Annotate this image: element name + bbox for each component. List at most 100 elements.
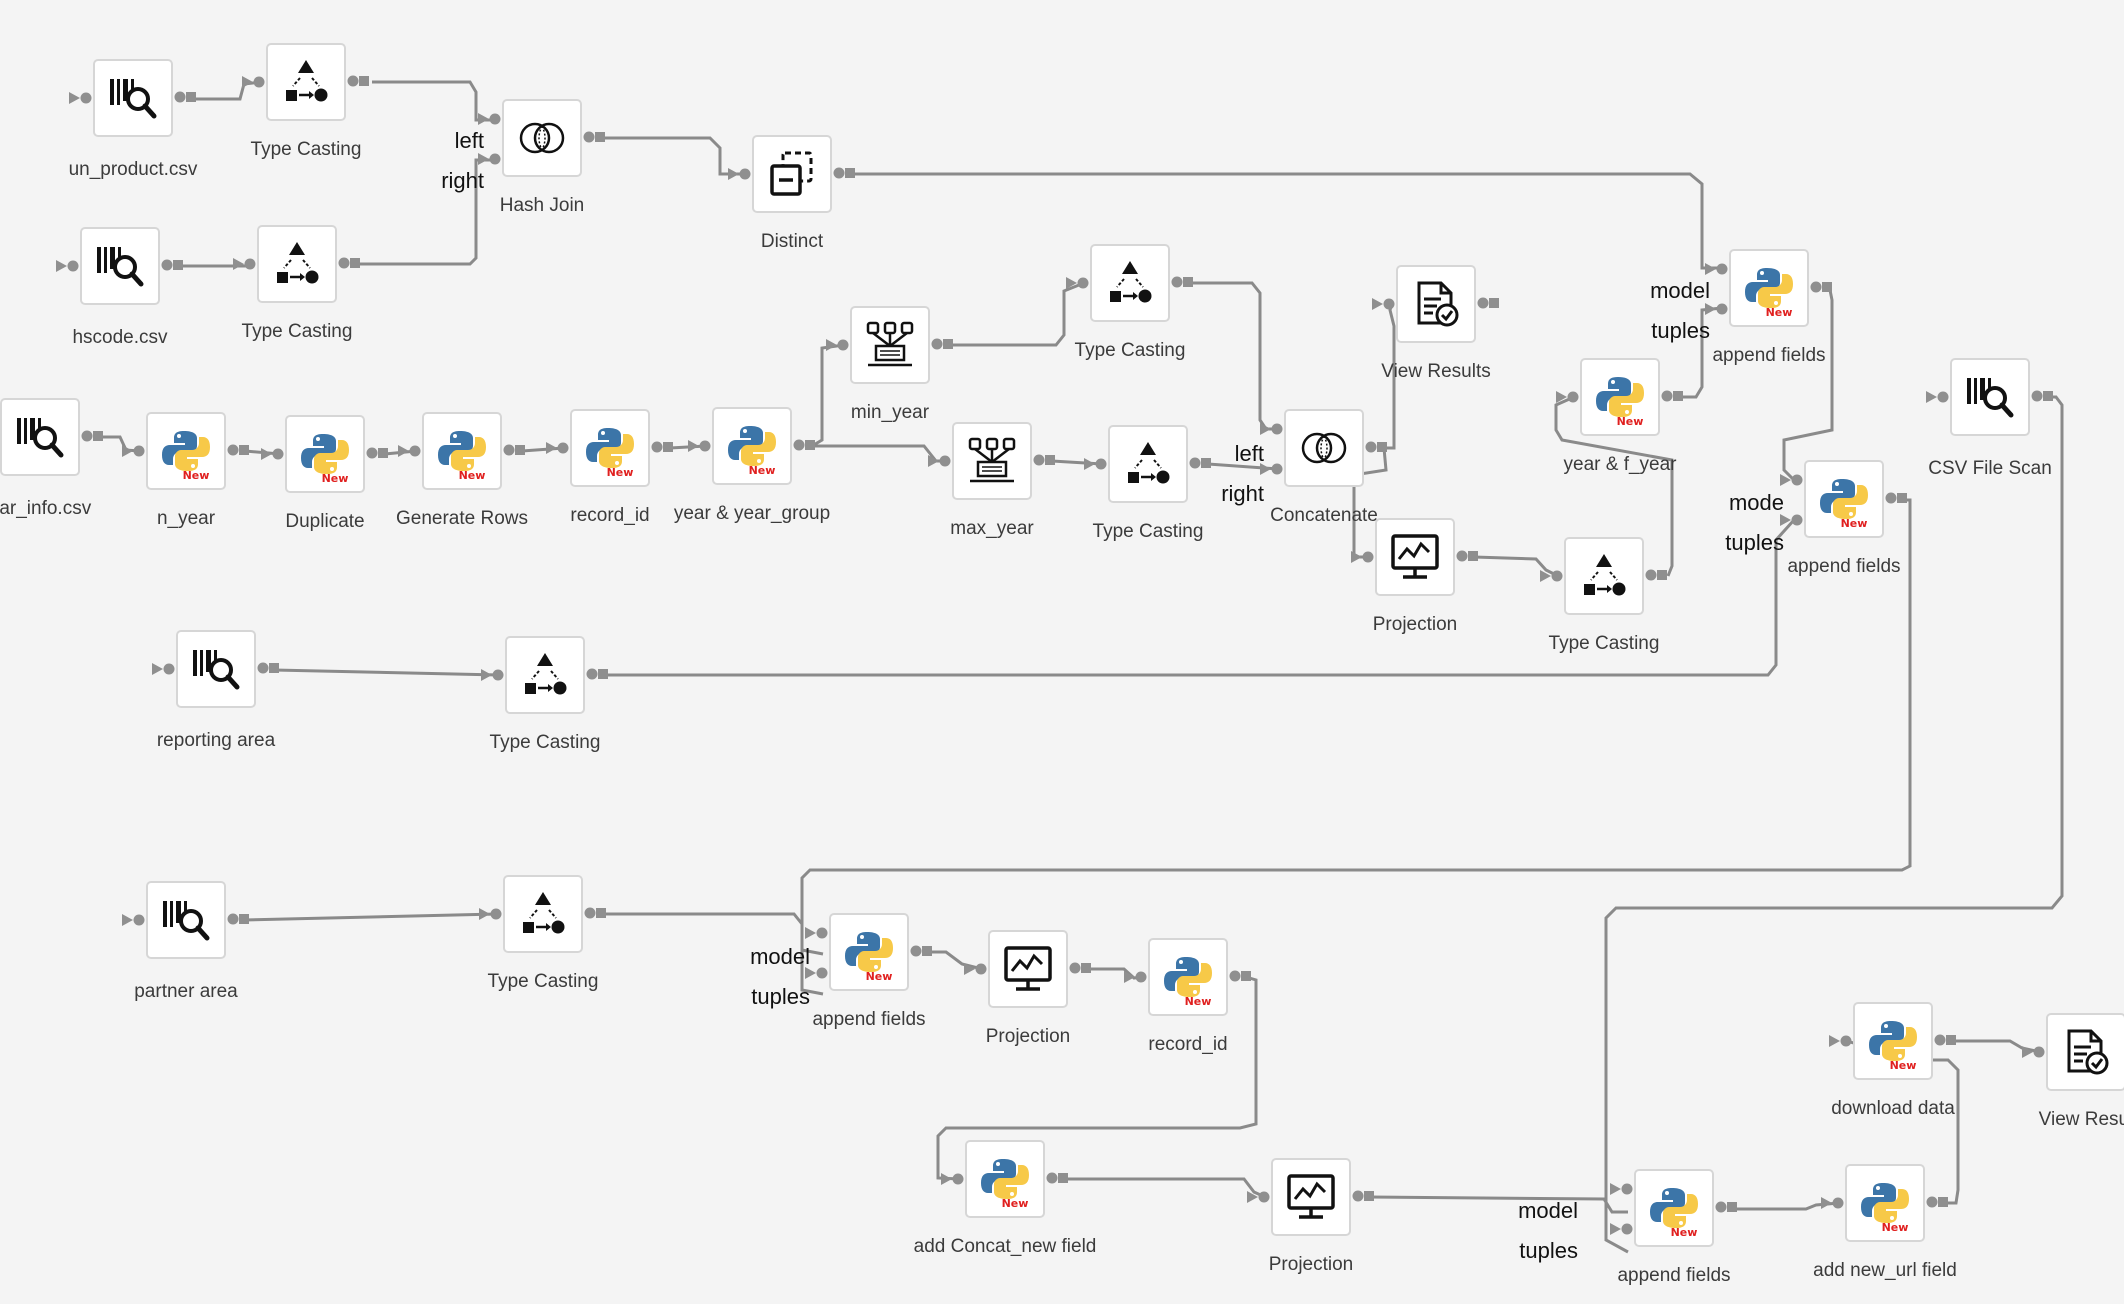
link[interactable]: [193, 80, 263, 101]
operator-type-casting[interactable]: [266, 43, 346, 121]
input-port[interactable]: [133, 914, 145, 926]
link[interactable]: [850, 172, 1724, 270]
output-port[interactable]: [833, 167, 845, 179]
link[interactable]: [936, 975, 1258, 1181]
link[interactable]: [600, 136, 746, 176]
output-port[interactable]: [2031, 390, 2043, 402]
output-port[interactable]: [227, 444, 239, 456]
input-port[interactable]: [1271, 423, 1283, 435]
output-port[interactable]: [1934, 1034, 1946, 1046]
link[interactable]: [1051, 459, 1103, 466]
input-port[interactable]: [1840, 1035, 1852, 1047]
output-port[interactable]: [651, 441, 663, 453]
output-port[interactable]: [81, 430, 93, 442]
input-port[interactable]: [133, 445, 145, 457]
input-port[interactable]: [699, 440, 711, 452]
operator-csv-scan[interactable]: [80, 227, 160, 305]
operator-python-udf[interactable]: New: [285, 415, 365, 493]
input-port[interactable]: [1095, 458, 1107, 470]
input-port[interactable]: [1135, 971, 1147, 983]
input-port[interactable]: [739, 168, 751, 180]
input-port[interactable]: [244, 258, 256, 270]
output-port[interactable]: [1715, 1201, 1727, 1213]
operator-python-udf[interactable]: New: [422, 412, 502, 490]
operator-aggregate[interactable]: [850, 306, 930, 384]
operator-python-udf[interactable]: New: [965, 1140, 1045, 1218]
output-port[interactable]: [366, 447, 378, 459]
output-port[interactable]: [338, 257, 350, 269]
output-port[interactable]: [1229, 970, 1241, 982]
operator-python-udf[interactable]: New: [829, 913, 909, 991]
input-port[interactable]: [1383, 298, 1395, 310]
input-port[interactable]: [837, 339, 849, 351]
input-port[interactable]: [80, 92, 92, 104]
input-port[interactable]: [163, 663, 175, 675]
output-port[interactable]: [1189, 457, 1201, 469]
input-port[interactable]: [1567, 391, 1579, 403]
operator-projection[interactable]: [1271, 1158, 1351, 1236]
input-port[interactable]: [816, 927, 828, 939]
input-port[interactable]: [1791, 514, 1803, 526]
link[interactable]: [812, 444, 946, 463]
operator-python-udf[interactable]: New: [1845, 1164, 1925, 1242]
output-port[interactable]: [1069, 962, 1081, 974]
output-port[interactable]: [257, 662, 269, 674]
input-port[interactable]: [952, 1173, 964, 1185]
input-port[interactable]: [253, 76, 265, 88]
operator-projection[interactable]: [1375, 518, 1455, 596]
operator-view-results[interactable]: [2046, 1013, 2124, 1091]
operator-python-udf[interactable]: New: [1148, 938, 1228, 1016]
output-port[interactable]: [1477, 297, 1489, 309]
output-port[interactable]: [1033, 454, 1045, 466]
input-port[interactable]: [1551, 570, 1563, 582]
link[interactable]: [1368, 1195, 1628, 1214]
operator-projection[interactable]: [988, 930, 1068, 1008]
output-port[interactable]: [1926, 1196, 1938, 1208]
output-port[interactable]: [1046, 1172, 1058, 1184]
operator-python-udf[interactable]: New: [1804, 460, 1884, 538]
link[interactable]: [927, 950, 983, 971]
operator-python-udf[interactable]: New: [1729, 249, 1809, 327]
input-port[interactable]: [1621, 1183, 1633, 1195]
link[interactable]: [243, 912, 498, 922]
output-port[interactable]: [1352, 1190, 1364, 1202]
output-port[interactable]: [503, 444, 515, 456]
output-port[interactable]: [1171, 276, 1183, 288]
operator-csv-scan[interactable]: [176, 630, 256, 708]
input-port[interactable]: [1832, 1197, 1844, 1209]
input-port[interactable]: [1271, 463, 1283, 475]
link[interactable]: [1554, 395, 1674, 577]
operator-python-udf[interactable]: New: [146, 412, 226, 490]
input-port[interactable]: [939, 455, 951, 467]
link[interactable]: [273, 668, 500, 677]
output-port[interactable]: [1885, 492, 1897, 504]
link[interactable]: [1604, 395, 2064, 1254]
link[interactable]: [811, 343, 845, 448]
output-port[interactable]: [1645, 569, 1657, 581]
input-port[interactable]: [1362, 551, 1374, 563]
input-port[interactable]: [490, 908, 502, 920]
operator-type-casting[interactable]: [1090, 244, 1170, 322]
input-port[interactable]: [1258, 1191, 1270, 1203]
operator-python-udf[interactable]: New: [1580, 358, 1660, 436]
operator-type-casting[interactable]: [505, 636, 585, 714]
operator-type-casting[interactable]: [1564, 537, 1644, 615]
link[interactable]: [521, 446, 565, 453]
output-port[interactable]: [347, 75, 359, 87]
input-port[interactable]: [492, 669, 504, 681]
operator-join[interactable]: [502, 99, 582, 177]
operator-csv-scan[interactable]: [93, 59, 173, 137]
output-port[interactable]: [931, 338, 943, 350]
output-port[interactable]: [1810, 281, 1822, 293]
operator-python-udf[interactable]: New: [1853, 1002, 1933, 1080]
operator-python-udf[interactable]: New: [570, 409, 650, 487]
operator-distinct[interactable]: [752, 135, 832, 213]
input-port[interactable]: [2033, 1046, 2045, 1058]
input-port[interactable]: [67, 260, 79, 272]
input-port[interactable]: [272, 448, 284, 460]
operator-python-udf[interactable]: New: [1634, 1169, 1714, 1247]
operator-python-udf[interactable]: New: [712, 407, 792, 485]
link[interactable]: [100, 435, 141, 453]
operator-type-casting[interactable]: [1108, 425, 1188, 503]
